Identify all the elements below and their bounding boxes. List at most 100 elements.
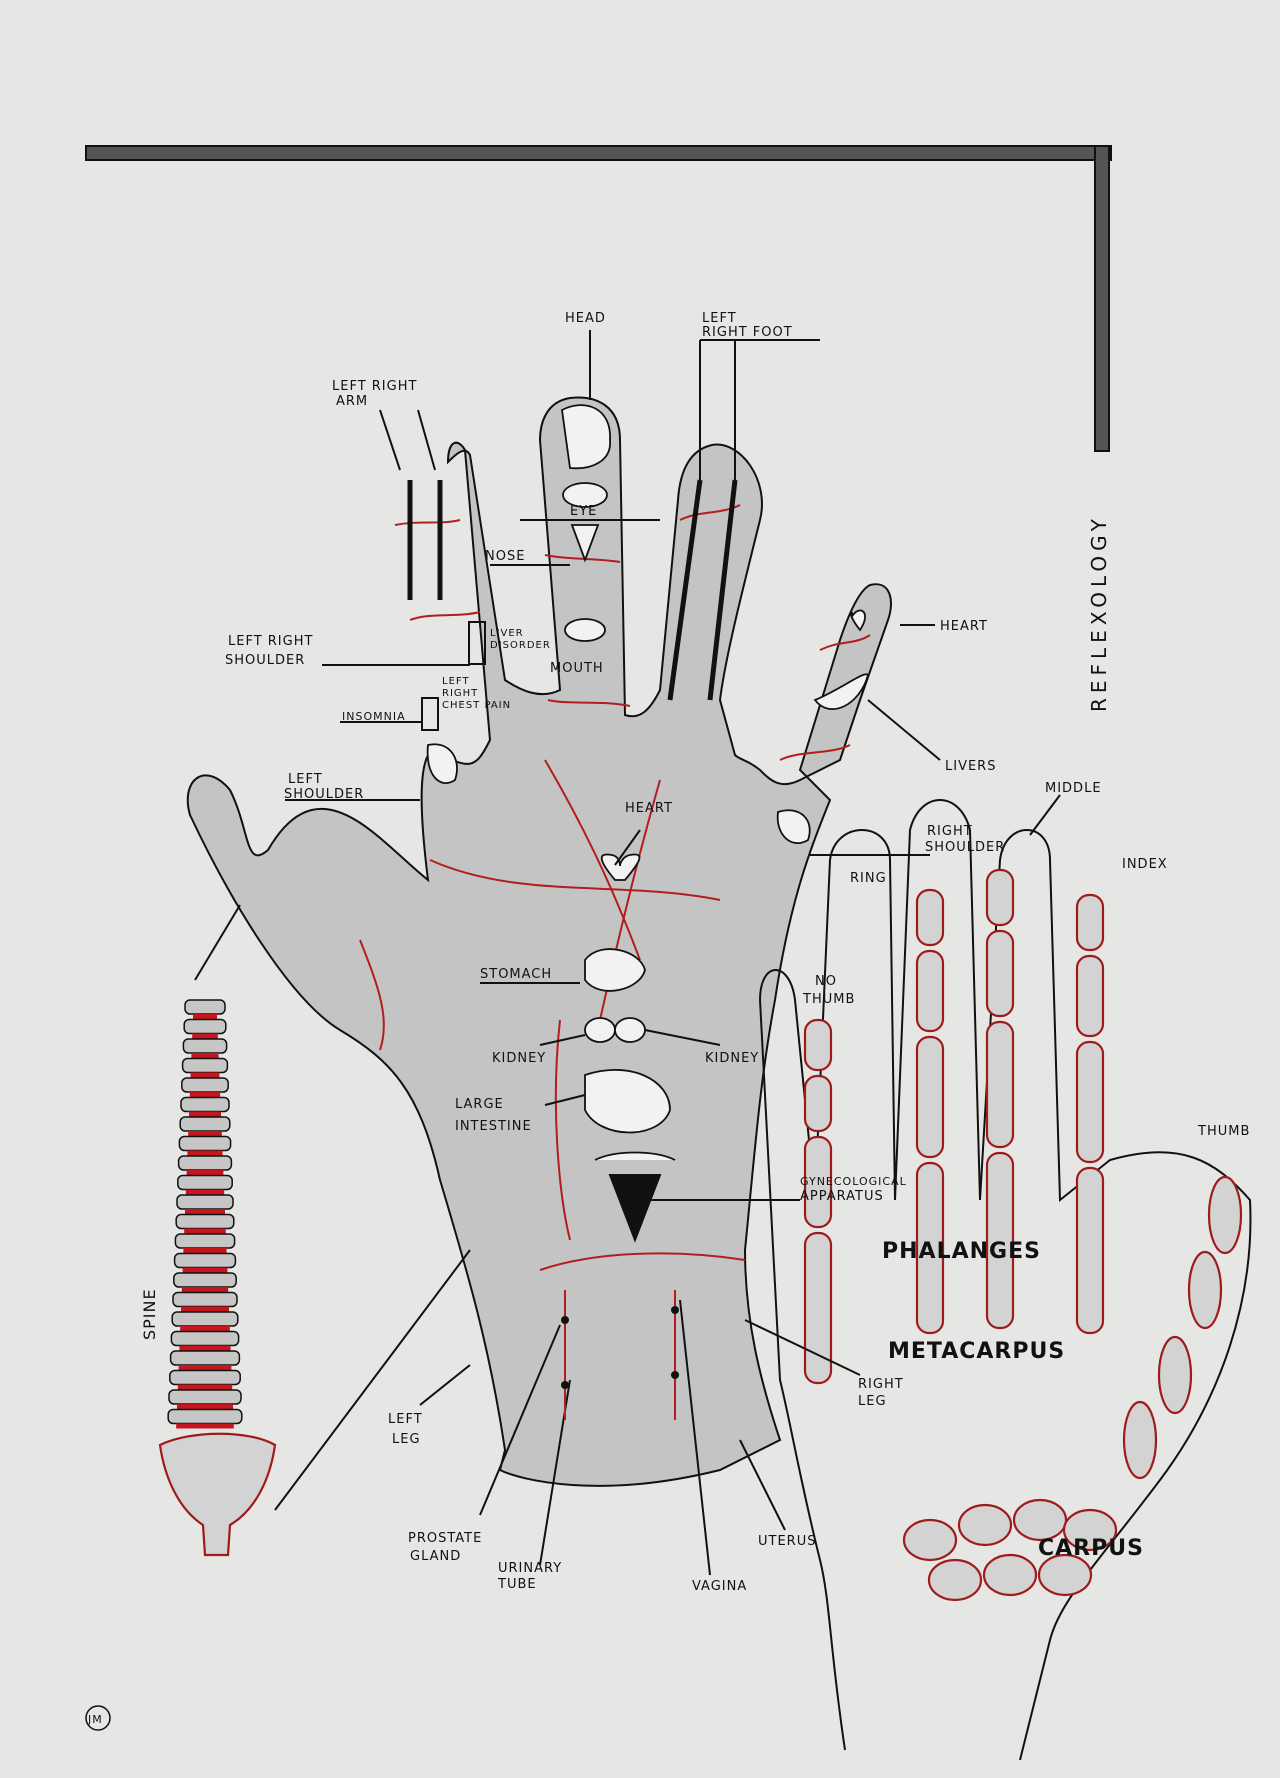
label-kidney-right: KIDNEY	[705, 1051, 759, 1066]
carpal-bone	[902, 1518, 958, 1562]
vertebra	[183, 1018, 227, 1035]
vertebral-disc	[191, 1053, 219, 1058]
label-middle: MIDDLE	[1045, 781, 1102, 796]
vertebral-disc	[187, 1150, 223, 1156]
vertebral-disc	[181, 1306, 229, 1312]
frame-bar	[85, 145, 1112, 452]
label-urinary-1: URINARY	[498, 1561, 562, 1576]
vertebra	[184, 999, 226, 1015]
finger-bone	[1075, 954, 1105, 1038]
vertebral-disc	[190, 1072, 220, 1078]
vertebral-disc	[179, 1345, 231, 1351]
label-arm-2: ARM	[336, 394, 368, 409]
finger-bone	[915, 1161, 945, 1335]
label-gyneco-2: APPARATUS	[800, 1189, 884, 1204]
vertebra	[173, 1272, 237, 1288]
sacrum	[158, 1432, 277, 1557]
finger-bone	[985, 929, 1015, 1018]
finger-bone	[1075, 1040, 1105, 1164]
finger-bone	[915, 1035, 945, 1159]
label-right-shoulder-2: SHOULDER	[925, 840, 1005, 855]
leader-lines	[194, 330, 1061, 1576]
vertebral-disc	[186, 1170, 224, 1175]
signature-mark: JM	[85, 1705, 111, 1731]
vertebral-disc	[193, 1014, 217, 1019]
label-chest-3: CHEST PAIN	[442, 700, 511, 711]
vertebra	[171, 1311, 239, 1327]
label-right-shoulder-1: RIGHT	[927, 824, 973, 839]
vertebra	[181, 1077, 229, 1093]
palm-creases	[359, 504, 871, 1271]
vertebral-disc	[184, 1228, 226, 1234]
finger-bone	[985, 868, 1015, 927]
label-liver-1: LIVER	[490, 628, 524, 639]
carpal-bone	[982, 1553, 1038, 1597]
urinary-markers	[561, 1290, 679, 1420]
label-heart-palm: HEART	[625, 801, 673, 816]
vertebra	[172, 1291, 238, 1308]
vertebral-disc	[177, 1404, 233, 1409]
label-carpus: CARPUS	[1038, 1536, 1144, 1561]
label-left-leg-1: LEFT	[388, 1412, 423, 1427]
label-spine: SPINE	[140, 1288, 159, 1340]
label-uterus: UTERUS	[758, 1534, 816, 1549]
finger-bone	[985, 1151, 1015, 1330]
palm-hand	[186, 396, 892, 1487]
label-mouth: MOUTH	[550, 661, 604, 676]
vertebral-disc	[180, 1326, 230, 1331]
vertebral-disc	[189, 1092, 221, 1097]
vertebra	[170, 1330, 240, 1347]
label-right-leg-2: LEG	[858, 1394, 887, 1409]
label-right-leg-1: RIGHT	[858, 1377, 904, 1392]
vertebra	[182, 1038, 228, 1054]
finger-bone	[915, 888, 945, 947]
vertebra	[180, 1096, 230, 1113]
label-stomach: STOMACH	[480, 967, 552, 982]
vertebra	[174, 1233, 236, 1249]
label-gyneco-1: GYNECOLOGICAL	[800, 1175, 907, 1188]
spine-column	[167, 999, 243, 1429]
label-left-leg-2: LEG	[392, 1432, 421, 1447]
label-prostate-2: GLAND	[410, 1549, 461, 1564]
vertebra	[178, 1135, 232, 1152]
palm-organs	[584, 853, 676, 1243]
vertebra	[167, 1408, 243, 1425]
vertebral-disc	[178, 1365, 232, 1370]
vertebral-disc	[188, 1131, 222, 1136]
label-arm-1: LEFT RIGHT	[332, 379, 417, 394]
title-reflexology: REFLEXOLOGY	[1087, 514, 1111, 712]
vertebral-disc	[192, 1033, 218, 1039]
finger-bone	[1075, 1166, 1105, 1335]
label-index: INDEX	[1122, 857, 1168, 872]
label-prostate-1: PROSTATE	[408, 1531, 482, 1546]
carpal-bone	[927, 1558, 983, 1602]
label-kidney-left: KIDNEY	[492, 1051, 546, 1066]
vertebra	[173, 1252, 237, 1269]
vertebra	[177, 1174, 233, 1191]
finger-bone	[803, 1231, 833, 1385]
vertebra	[168, 1389, 242, 1405]
vertebra	[176, 1194, 234, 1210]
label-urinary-2: TUBE	[497, 1577, 537, 1592]
vertebral-disc	[176, 1423, 234, 1429]
vertebral-disc	[185, 1189, 225, 1195]
label-intestine-1: LARGE	[455, 1097, 504, 1112]
label-livers: LIVERS	[945, 759, 996, 774]
label-no-thumb-2: THUMB	[802, 992, 855, 1007]
carpal-bone	[1062, 1508, 1118, 1552]
finger-organs	[407, 404, 869, 845]
vertebral-disc	[189, 1111, 221, 1117]
label-no-thumb-1: NO	[815, 974, 837, 989]
label-chest-1: LEFT	[442, 676, 470, 687]
vertebral-disc	[182, 1267, 228, 1273]
thumb-bone	[1187, 1250, 1223, 1330]
skeleton-hand-outline	[758, 799, 1252, 1761]
label-shoulder-1: LEFT RIGHT	[228, 634, 313, 649]
finger-bone	[915, 949, 945, 1033]
vertebral-disc	[183, 1248, 227, 1253]
vertebra	[181, 1057, 229, 1074]
label-head: HEAD	[565, 311, 606, 326]
finger-bone	[985, 1020, 1015, 1149]
label-eye: EYE	[570, 504, 597, 519]
carpal-bone	[1012, 1498, 1068, 1542]
